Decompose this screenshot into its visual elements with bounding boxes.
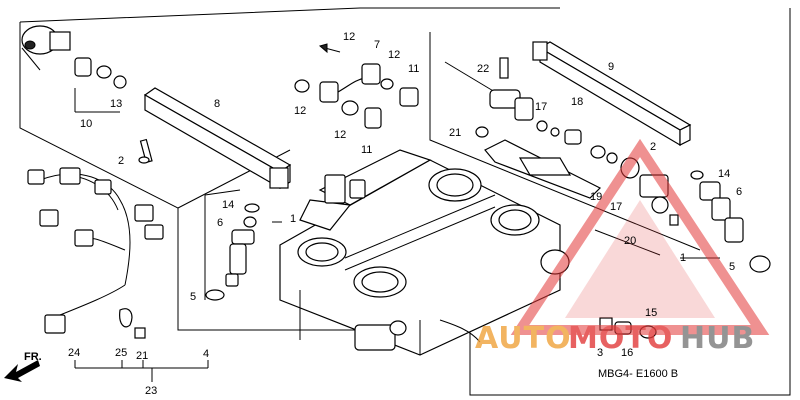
watermark-triangle-inner (565, 200, 715, 318)
callout-17: 17 (610, 201, 622, 213)
bolt-left (138, 138, 153, 164)
callout-9: 9 (608, 61, 614, 73)
callout-3: 3 (597, 347, 603, 359)
callout-20: 20 (624, 235, 636, 247)
callout-16: 16 (621, 347, 633, 359)
pressure-regulator (21, 25, 71, 71)
callout-14: 14 (718, 168, 730, 180)
watermark-word-2: MOTO (568, 321, 673, 356)
callout-21: 21 (449, 127, 461, 139)
drawing-code: MBG4- E1600 B (598, 368, 678, 380)
callout-19: 19 (590, 191, 602, 203)
bracket (484, 139, 602, 199)
callout-21: 21 (136, 350, 148, 362)
callout-11: 11 (361, 144, 372, 156)
regulator-parts (74, 57, 127, 89)
callout-6: 6 (736, 186, 742, 198)
callout-6: 6 (217, 217, 223, 229)
callout-12: 12 (294, 105, 306, 117)
injector-left (204, 189, 260, 301)
throttle-body (279, 149, 570, 356)
callout-13: 13 (110, 98, 122, 110)
leader-lines (74, 88, 720, 382)
fuel-rail-right (532, 41, 692, 147)
callout-8: 8 (214, 98, 220, 110)
callout-5: 5 (190, 291, 196, 303)
fuel-pipe-upper (294, 43, 419, 129)
callout-22: 22 (477, 63, 489, 75)
callout-12: 12 (334, 129, 346, 141)
callout-23: 23 (145, 385, 157, 397)
sensor-assembly (444, 57, 640, 179)
callout-18: 18 (571, 96, 583, 108)
callout-4: 4 (203, 348, 209, 360)
watermark-triangle (510, 138, 770, 335)
callout-25: 25 (115, 347, 127, 359)
callout-12: 12 (343, 31, 355, 43)
callout-10: 10 (80, 118, 92, 130)
front-direction-arrow: FR. (4, 351, 42, 382)
callout-11: 11 (408, 63, 419, 75)
callout-24: 24 (68, 347, 80, 359)
watermark-word-1: AUTO (475, 321, 572, 356)
front-label: FR. (24, 351, 42, 363)
callout-2: 2 (650, 141, 656, 153)
callout-14: 14 (222, 199, 234, 211)
callout-1: 1 (680, 252, 686, 264)
callout-12: 12 (388, 49, 400, 61)
watermark: AUTO MOTO HUB (475, 138, 770, 356)
watermark-word-3: HUB (680, 321, 755, 356)
wiring-harness (27, 167, 164, 339)
injector-right (690, 170, 771, 273)
callout-1: 1 (290, 213, 296, 225)
callout-2: 2 (118, 155, 124, 167)
callout-numbers: 1 1 2 2 3 4 5 5 6 6 7 8 9 10 11 11 12 12… (68, 31, 742, 397)
callout-15: 15 (645, 307, 657, 319)
fuel-rail-left (143, 87, 292, 190)
callout-7: 7 (374, 39, 380, 51)
callout-17: 17 (535, 101, 547, 113)
callout-5: 5 (729, 261, 735, 273)
